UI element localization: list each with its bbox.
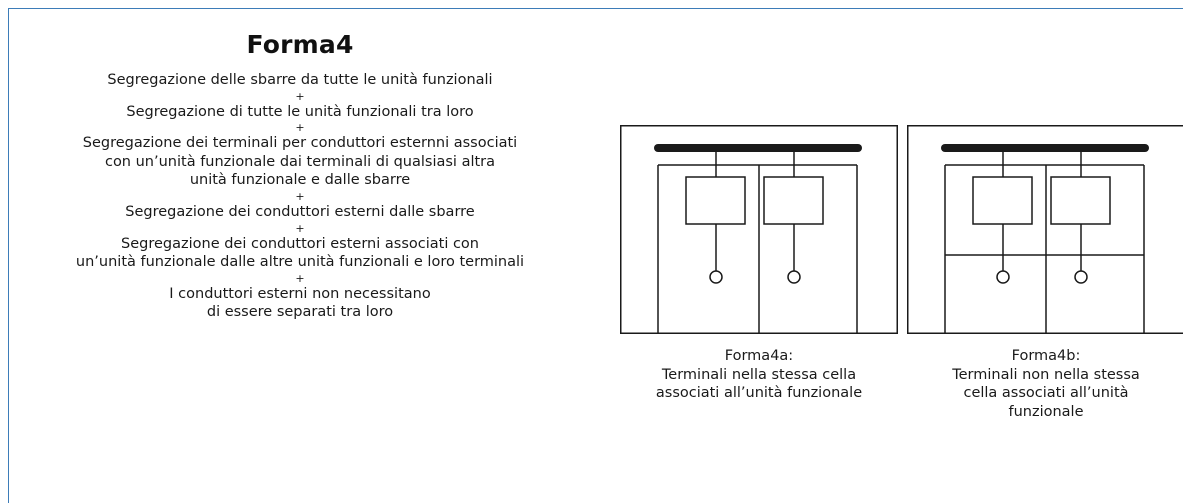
figure-forma4b: Forma4b: Terminali non nella stessa cella … <box>907 125 1183 421</box>
plus-separator: + <box>295 89 305 103</box>
terminal-1 <box>996 270 1010 284</box>
caption-line: associati all’unità funzionale <box>655 385 863 402</box>
functional-unit-2 <box>763 176 824 225</box>
figure-caption: Forma4b: Terminali non nella stessa cella … <box>907 347 1183 421</box>
caption-line: funzionale <box>1008 403 1084 420</box>
requirement-line: con un’unità funzionale dai terminali di… <box>104 153 496 170</box>
forma4a-diagram <box>620 125 898 334</box>
functional-unit-1 <box>685 176 746 225</box>
functional-unit-1 <box>972 176 1033 225</box>
caption-line: Terminali non nella stessa <box>952 366 1140 383</box>
requirement-line: un’unità funzionale dalle altre unità fu… <box>75 254 525 271</box>
plus-separator: + <box>295 189 305 203</box>
requirement-line: Segregazione dei conduttori esterni dall… <box>125 203 475 220</box>
forma4b-diagram <box>907 125 1183 334</box>
requirement-line: Segregazione dei conduttori esterni asso… <box>121 235 479 252</box>
cabinet-outline <box>620 125 898 334</box>
requirements-column: Forma4 Segregazione delle sbarre da tutt… <box>8 30 592 322</box>
terminal-2 <box>1074 270 1088 284</box>
functional-unit-2 <box>1050 176 1111 225</box>
figure-caption: Forma4a: Terminali nella stessa cella asso… <box>620 347 898 403</box>
panel-frame <box>8 8 1183 503</box>
plus-separator: + <box>295 221 305 235</box>
requirement-line: I conduttori esterni non necessitano <box>169 285 431 302</box>
requirement-line: Segregazione dei terminali per conduttor… <box>82 135 518 152</box>
caption-line: Forma4a: <box>724 348 794 364</box>
caption-line: cella associati all’unità <box>963 385 1129 402</box>
cabinet-outline <box>907 125 1183 334</box>
requirement-line: Segregazione di tutte le unità funzional… <box>126 103 474 120</box>
plus-separator: + <box>295 271 305 285</box>
plus-separator: + <box>295 121 305 135</box>
page-title: Forma4 <box>246 30 354 59</box>
requirement-line: Segregazione delle sbarre da tutte le un… <box>107 72 493 88</box>
figure-forma4a: Forma4a: Terminali nella stessa cella asso… <box>620 125 898 403</box>
caption-line: Forma4b: <box>1011 348 1081 364</box>
terminal-2 <box>787 270 801 284</box>
requirements-list: Segregazione delle sbarre da tutte le un… <box>8 71 592 322</box>
caption-line: Terminali nella stessa cella <box>661 366 857 383</box>
terminal-1 <box>709 270 723 284</box>
requirement-line: unità funzionale e dalle sbarre <box>189 172 411 189</box>
requirement-line: di essere separati tra loro <box>206 304 394 321</box>
